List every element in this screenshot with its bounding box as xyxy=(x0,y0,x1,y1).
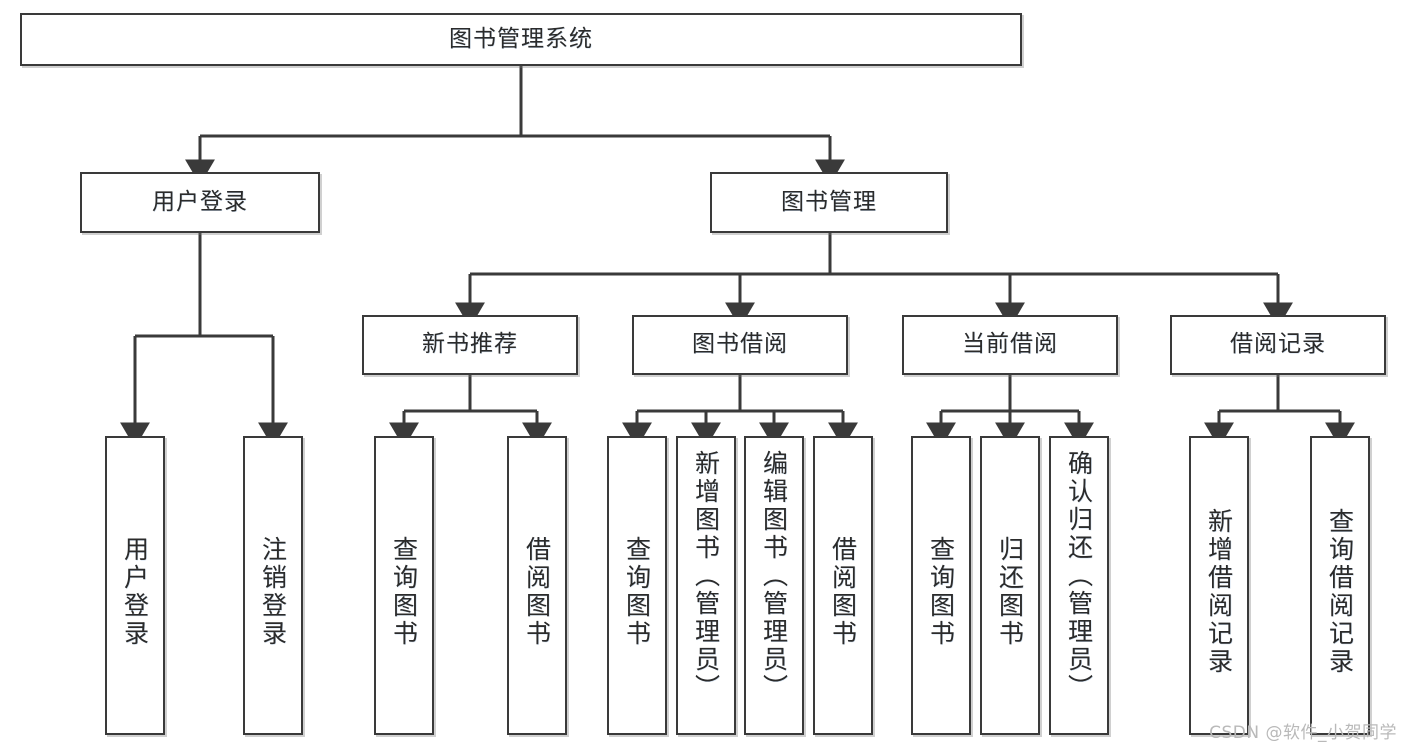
leaf-borrow-record-query[interactable]: 查询借阅记录 xyxy=(1310,436,1370,735)
node-user-login[interactable]: 用户登录 xyxy=(80,172,320,233)
leaf-user-login-signout[interactable]: 注销登录 xyxy=(243,436,303,735)
leaf-current-borrow-confirm[interactable]: 确认归还（管理员） xyxy=(1049,436,1109,735)
leaf-book-borrow-add[interactable]: 新增图书（管理员） xyxy=(676,436,736,735)
leaf-label: 借阅图书 xyxy=(828,535,858,648)
leaf-new-book-borrow[interactable]: 借阅图书 xyxy=(507,436,567,735)
leaf-label: 查询借阅记录 xyxy=(1325,507,1355,676)
node-borrow-record[interactable]: 借阅记录 xyxy=(1170,315,1386,375)
leaf-borrow-record-add[interactable]: 新增借阅记录 xyxy=(1189,436,1249,735)
node-new-book-recommend[interactable]: 新书推荐 xyxy=(362,315,578,375)
leaf-current-borrow-return[interactable]: 归还图书 xyxy=(980,436,1040,735)
leaf-label: 借阅图书 xyxy=(522,535,552,648)
leaf-user-login-signin[interactable]: 用户登录 xyxy=(105,436,165,735)
watermark-text: CSDN @软件_小贺同学 xyxy=(1209,723,1397,743)
node-root[interactable]: 图书管理系统 xyxy=(20,13,1022,66)
node-book-management-label: 图书管理 xyxy=(781,188,877,215)
leaf-book-borrow-query[interactable]: 查询图书 xyxy=(607,436,667,735)
leaf-label: 查询图书 xyxy=(389,535,419,648)
node-user-login-label: 用户登录 xyxy=(152,188,248,215)
leaf-label: 确认归还（管理员） xyxy=(1064,450,1094,702)
leaf-book-borrow-edit[interactable]: 编辑图书（管理员） xyxy=(744,436,804,735)
node-book-management[interactable]: 图书管理 xyxy=(710,172,948,233)
node-book-borrow[interactable]: 图书借阅 xyxy=(632,315,848,375)
leaf-new-book-query[interactable]: 查询图书 xyxy=(374,436,434,735)
leaf-current-borrow-query[interactable]: 查询图书 xyxy=(911,436,971,735)
leaf-label: 查询图书 xyxy=(926,535,956,648)
leaf-label: 归还图书 xyxy=(995,535,1025,648)
node-new-book-recommend-label: 新书推荐 xyxy=(422,331,518,358)
leaf-label: 用户登录 xyxy=(120,535,150,648)
node-book-borrow-label: 图书借阅 xyxy=(692,331,788,358)
leaf-label: 查询图书 xyxy=(622,535,652,648)
node-root-label: 图书管理系统 xyxy=(449,25,593,52)
node-borrow-record-label: 借阅记录 xyxy=(1230,331,1326,358)
leaf-label: 新增借阅记录 xyxy=(1204,507,1234,676)
leaf-book-borrow-lend[interactable]: 借阅图书 xyxy=(813,436,873,735)
leaf-label: 注销登录 xyxy=(258,535,288,648)
node-current-borrow-label: 当前借阅 xyxy=(962,331,1058,358)
leaf-label: 新增图书（管理员） xyxy=(691,450,721,702)
leaf-label: 编辑图书（管理员） xyxy=(759,450,789,702)
node-current-borrow[interactable]: 当前借阅 xyxy=(902,315,1118,375)
